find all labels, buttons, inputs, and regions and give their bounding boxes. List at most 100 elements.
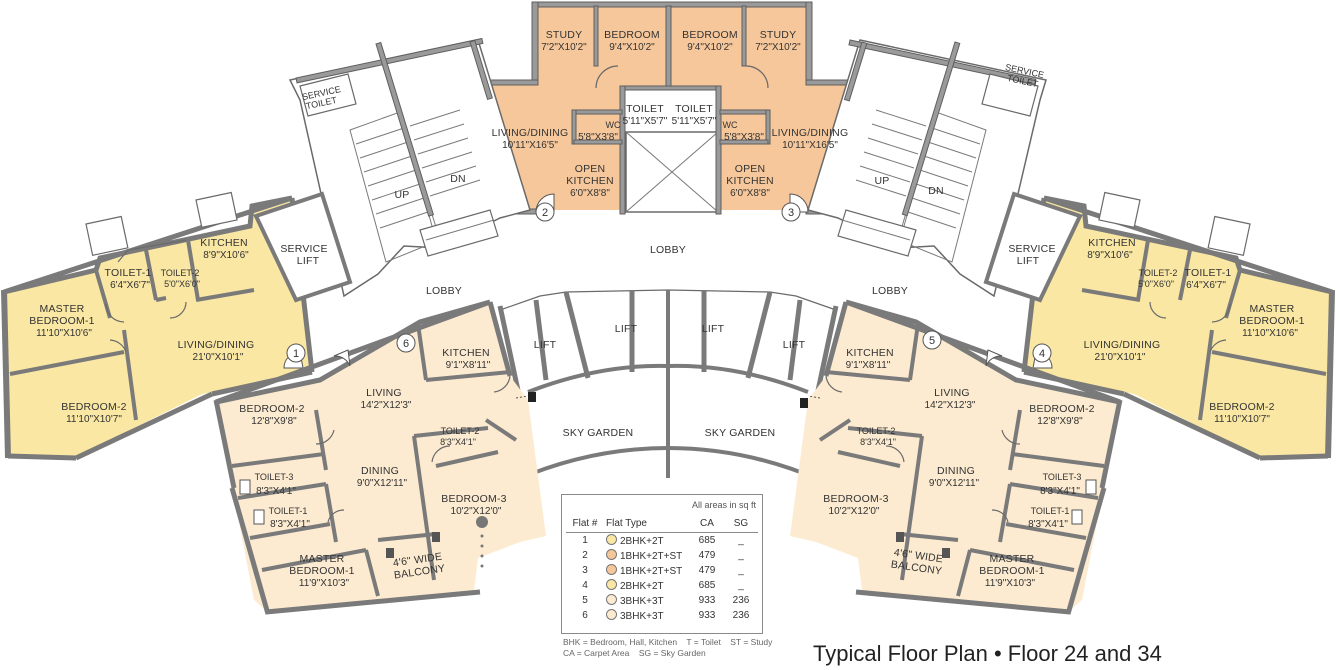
room-label: STUDY: [546, 29, 583, 41]
room-dimension: 7'2"X10'2": [541, 42, 587, 53]
room-label: SERVICE: [1008, 243, 1055, 255]
room-label: LIVING/DINING: [772, 127, 849, 139]
legend-flat-type-cell: 1BHK+2T+ST: [604, 563, 690, 578]
room-dimension: 14'2"X12'3": [925, 400, 976, 411]
legend-carpet-area: 479: [698, 550, 716, 561]
room-dimension: 21'0"X10'1": [193, 352, 244, 363]
legend-sky-garden-cell: 236: [724, 593, 758, 608]
room-label: TOILET-3: [1043, 472, 1082, 482]
room-label: BEDROOM-1: [979, 565, 1044, 577]
legend-header: Flat #: [566, 516, 604, 533]
room-dimension: 11'10"X10'6": [36, 328, 92, 339]
legend-flat-number-cell: 3: [566, 563, 604, 578]
room-label: BEDROOM-1: [29, 315, 94, 327]
room-label: BEDROOM-2: [1029, 403, 1094, 415]
flat-number: 1: [293, 348, 299, 360]
legend-sky-garden-cell: _: [724, 533, 758, 549]
legend-flat-type: 1BHK+2T+ST: [620, 551, 683, 562]
legend-flat-number: 1: [582, 535, 588, 546]
flat-6: [213, 299, 546, 615]
legend-flat-number: 4: [582, 580, 588, 591]
legend-flat-number: 3: [582, 565, 588, 576]
legend-carpet-area: 685: [698, 535, 716, 546]
legend-flat-number-cell: 4: [566, 578, 604, 593]
flat-number: 3: [788, 207, 794, 219]
sky-garden-label: SKY GARDEN: [563, 427, 634, 439]
room-label: TOILET: [675, 103, 713, 115]
room-label: WC: [723, 120, 738, 130]
sky-garden-label: SKY GARDEN: [705, 427, 776, 439]
room-dimension: 6'4"X6'7": [110, 280, 150, 291]
legend-carpet-area-cell: 685: [690, 578, 724, 593]
legend-header-row: Flat # Flat Type CA SG: [566, 516, 758, 533]
legend-sky-garden-cell: _: [724, 548, 758, 563]
room-label: TOILET-2: [441, 426, 480, 436]
room-label: TOILET-1: [1185, 267, 1232, 279]
room-dimension: 9'0"X12'11": [357, 478, 408, 489]
service-lift-left: [253, 191, 353, 303]
room-dimension: 5'0"X6'0": [164, 279, 200, 289]
room-label: SERVICE: [280, 243, 327, 255]
legend-flat-number-cell: 5: [566, 593, 604, 608]
legend-row: 2 1BHK+2T+ST 479 _: [566, 548, 758, 563]
flat-number-badge: 2: [535, 202, 555, 222]
legend-flat-type-cell: 3BHK+3T: [604, 608, 690, 623]
flat-3: [668, 5, 856, 210]
lift-label: LIFT: [534, 339, 557, 351]
lift-label: LIFT: [615, 323, 638, 335]
legend-sky-garden: _: [738, 580, 744, 591]
room-dimension: 8'3"X4'1": [1040, 486, 1080, 497]
legend-flat-number-cell: 2: [566, 548, 604, 563]
room-label: TOILET-2: [857, 426, 896, 436]
room-label: MASTER: [1250, 303, 1295, 315]
legend-row: 5 3BHK+3T 933 236: [566, 593, 758, 608]
room-dimension: 11'9"X10'3": [985, 578, 1036, 589]
flat-color-swatch: [606, 594, 617, 605]
abbreviation-line: BHK = Bedroom, Hall, Kitchen T = Toilet …: [563, 637, 773, 647]
legend-carpet-area: 685: [698, 580, 716, 591]
room-label: LIFT: [1017, 255, 1040, 267]
room-label: BEDROOM-2: [61, 401, 126, 413]
room-label: KITCHEN: [1088, 237, 1136, 249]
legend-carpet-area: 933: [698, 610, 716, 621]
legend-flat-number: 6: [582, 610, 588, 621]
room-label: LIVING/DINING: [492, 127, 569, 139]
room-dimension: 6'0"X8'8": [570, 188, 610, 199]
legend-sky-garden-cell: _: [724, 578, 758, 593]
room-dimension: 10'11"X16'5": [782, 140, 838, 151]
room-dimension: 8'3"X4'1": [1028, 519, 1068, 530]
stair-block-left: [288, 37, 531, 298]
legend-sky-garden: _: [738, 550, 744, 561]
legend-header: SG: [724, 516, 758, 533]
room-label: WC: [606, 120, 621, 130]
legend-flat-number: 5: [582, 595, 588, 606]
flat-color-swatch: [606, 564, 617, 575]
legend-carpet-area-cell: 479: [690, 548, 724, 563]
room-label: MASTER: [300, 553, 345, 565]
room-dimension: 11'10"X10'7": [66, 414, 122, 425]
room-dimension: 9'1"X8'11": [846, 360, 891, 371]
room-dimension: 9'1"X8'11": [446, 360, 491, 371]
room-dimension: 5'8"X3'8": [578, 132, 618, 143]
legend-carpet-area-cell: 685: [690, 533, 724, 549]
room-dimension: 5'8"X3'8": [724, 132, 764, 143]
stair-label-up: UP: [395, 189, 410, 201]
room-label: OPEN: [735, 163, 766, 175]
lift-label: LIFT: [783, 339, 806, 351]
flat-2: [488, 5, 668, 210]
legend-flat-type: 1BHK+2T+ST: [620, 566, 683, 577]
room-label: BEDROOM-2: [239, 403, 304, 415]
lift-label: LIFT: [702, 323, 725, 335]
legend-flat-type-cell: 3BHK+3T: [604, 593, 690, 608]
room-dimension: 9'4"X10'2": [687, 42, 733, 53]
room-dimension: 11'10"X10'7": [1214, 414, 1270, 425]
legend-header: Flat Type: [604, 516, 690, 533]
flat-4: [1021, 191, 1335, 461]
central-core: [497, 289, 839, 482]
room-label: TOILET-2: [161, 268, 200, 278]
room-dimension: 12'8"X9'8": [1037, 416, 1083, 427]
room-label: BEDROOM-1: [289, 565, 354, 577]
legend-carpet-area: 933: [698, 595, 716, 606]
